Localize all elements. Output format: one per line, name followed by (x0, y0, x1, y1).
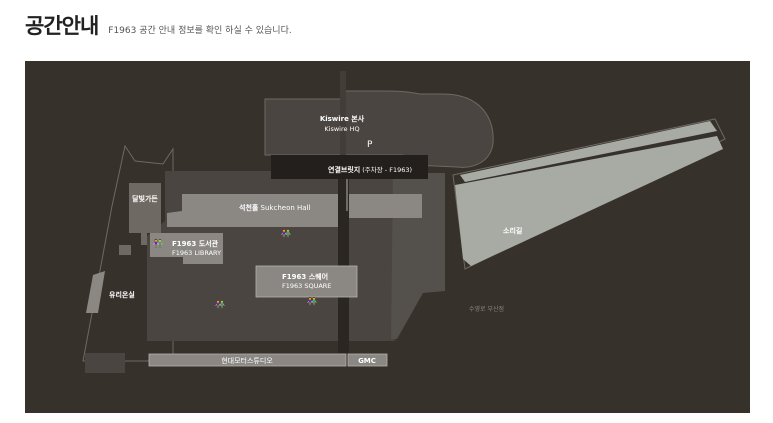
sukcheon-hall-label-en: Sukcheon Hall (258, 204, 310, 212)
street-label: 수영로 부산점 (469, 305, 504, 313)
library-label: F1963 도서관 (172, 239, 219, 248)
restroom-icon: 👫 (153, 238, 163, 248)
connection-bridge[interactable] (271, 155, 428, 179)
bridge-label: 연결브릿지 (주차장 - F1963) (328, 165, 412, 174)
bridge-label-kr: 연결브릿지 (328, 165, 360, 174)
southwest-building (85, 353, 125, 373)
dalbit-garden-annex (141, 233, 147, 245)
sukcheon-hall-label: 석천홀 Sukcheon Hall (239, 203, 311, 212)
dalbit-garden-label: 달빛가든 (132, 194, 158, 203)
space-map: P 👫 👫 👫 👫 Kiswire 본사 Kiswire HQ 연결브릿지 (주… (25, 61, 750, 413)
kiswire-hq-building[interactable] (264, 90, 494, 168)
library-label-en: F1963 LIBRARY (172, 249, 221, 257)
f1963-library[interactable] (150, 233, 223, 264)
restroom-icon: 👫 (281, 228, 291, 238)
hyundai-motorstudio-label: 현대모터스튜디오 (221, 356, 273, 365)
yuri-onsil-building[interactable] (86, 271, 105, 313)
bridge-label-note: (주차장 - F1963) (360, 165, 412, 174)
f1963-square[interactable] (255, 265, 358, 298)
map-svg: P 👫 👫 👫 👫 Kiswire 본사 Kiswire HQ 연결브릿지 (주… (25, 61, 750, 413)
square-label: F1963 스퀘어 (282, 272, 328, 281)
gmc-label: GMC (358, 357, 376, 365)
dalbit-garden-building[interactable] (129, 183, 161, 233)
restroom-icon: 👫 (215, 299, 225, 309)
sukcheon-hall[interactable] (167, 194, 422, 227)
yuri-onsil-label: 유리온실 (109, 290, 135, 299)
hyundai-motorstudio[interactable] (148, 353, 347, 367)
gmc-building[interactable] (347, 353, 388, 367)
parking-p-mark: P (367, 140, 373, 150)
sori-gil-strip[interactable] (455, 136, 723, 266)
page-title: 공간안내 (25, 14, 99, 38)
page-subtitle: F1963 공간 안내 정보를 확인 하실 수 있습니다. (108, 26, 292, 36)
restroom-icon: 👫 (307, 296, 317, 306)
dalbit-garden-post (119, 245, 131, 255)
kiswire-hq-label: Kiswire 본사 (320, 114, 365, 123)
sori-gil-label: 소리길 (503, 226, 522, 235)
kiswire-hq-label-en: Kiswire HQ (324, 125, 359, 133)
sori-gil-strip-top[interactable] (460, 121, 717, 182)
sukcheon-hall-label-kr: 석천홀 (239, 203, 259, 212)
page-header: 공간안내 F1963 공간 안내 정보를 확인 하실 수 있습니다. (25, 10, 292, 40)
parking-column (340, 71, 346, 155)
square-label-en: F1963 SQUARE (282, 282, 331, 290)
